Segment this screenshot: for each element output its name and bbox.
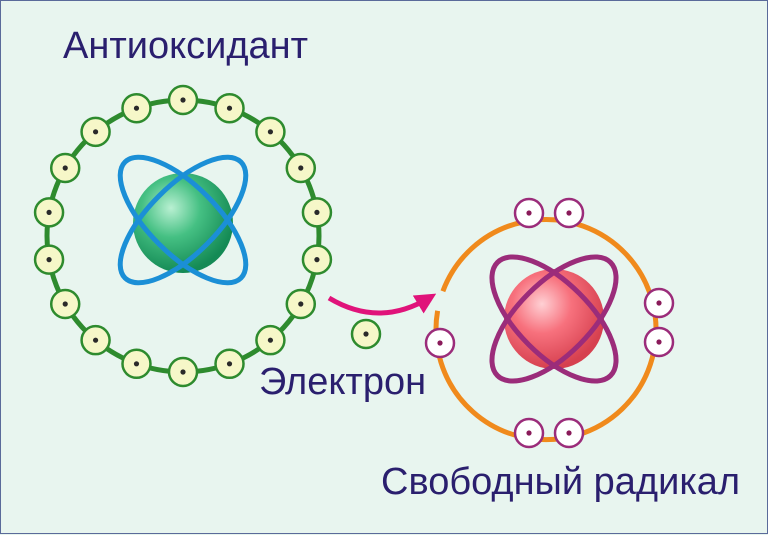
antioxidant-electron — [255, 116, 286, 148]
radical-electron — [643, 326, 675, 358]
radical-electron — [553, 417, 585, 449]
free-radical-atom — [424, 197, 675, 449]
electron-label: Электрон — [259, 361, 427, 403]
transfer-arrow — [327, 293, 437, 316]
radical-electron — [553, 197, 585, 229]
antioxidant-electron — [121, 92, 152, 124]
antioxidant-label: Антиоксидант — [63, 25, 309, 67]
antioxidant-electron — [80, 116, 111, 148]
free-electron — [350, 318, 382, 350]
radical-electrons — [424, 197, 675, 449]
antioxidant-electron — [33, 197, 65, 228]
antioxidant-orbit-2 — [117, 154, 249, 286]
antioxidant-electron — [301, 197, 333, 228]
antioxidant-atom — [33, 84, 333, 388]
antioxidant-nucleus — [133, 173, 233, 273]
electron-transfer — [327, 293, 437, 350]
antioxidant-electron — [167, 356, 199, 388]
antioxidant-orbit-1 — [117, 154, 249, 286]
antioxidant-electron — [49, 152, 81, 184]
antioxidant-electron — [121, 348, 152, 380]
free-radical-label: Свободный радикал — [381, 461, 741, 503]
antioxidant-electron — [285, 152, 317, 184]
radical-electron — [513, 197, 545, 229]
radical-electron — [643, 287, 675, 319]
antioxidant-electron — [255, 324, 286, 356]
antioxidant-electron — [285, 288, 317, 320]
antioxidant-electron — [214, 348, 245, 380]
radical-electron — [513, 417, 545, 449]
antioxidant-electrons — [33, 84, 333, 388]
antioxidant-electron — [167, 84, 199, 116]
antioxidant-electron — [80, 324, 111, 356]
antioxidant-electron — [301, 244, 333, 275]
radical-orbit-2 — [489, 254, 619, 384]
antioxidant-electron — [33, 244, 65, 275]
antioxidant-electron — [49, 288, 81, 320]
radical-orbit-1 — [489, 254, 619, 384]
radical-nucleus — [504, 269, 604, 369]
radical-electron — [424, 327, 456, 359]
antioxidant-electron — [214, 92, 245, 124]
